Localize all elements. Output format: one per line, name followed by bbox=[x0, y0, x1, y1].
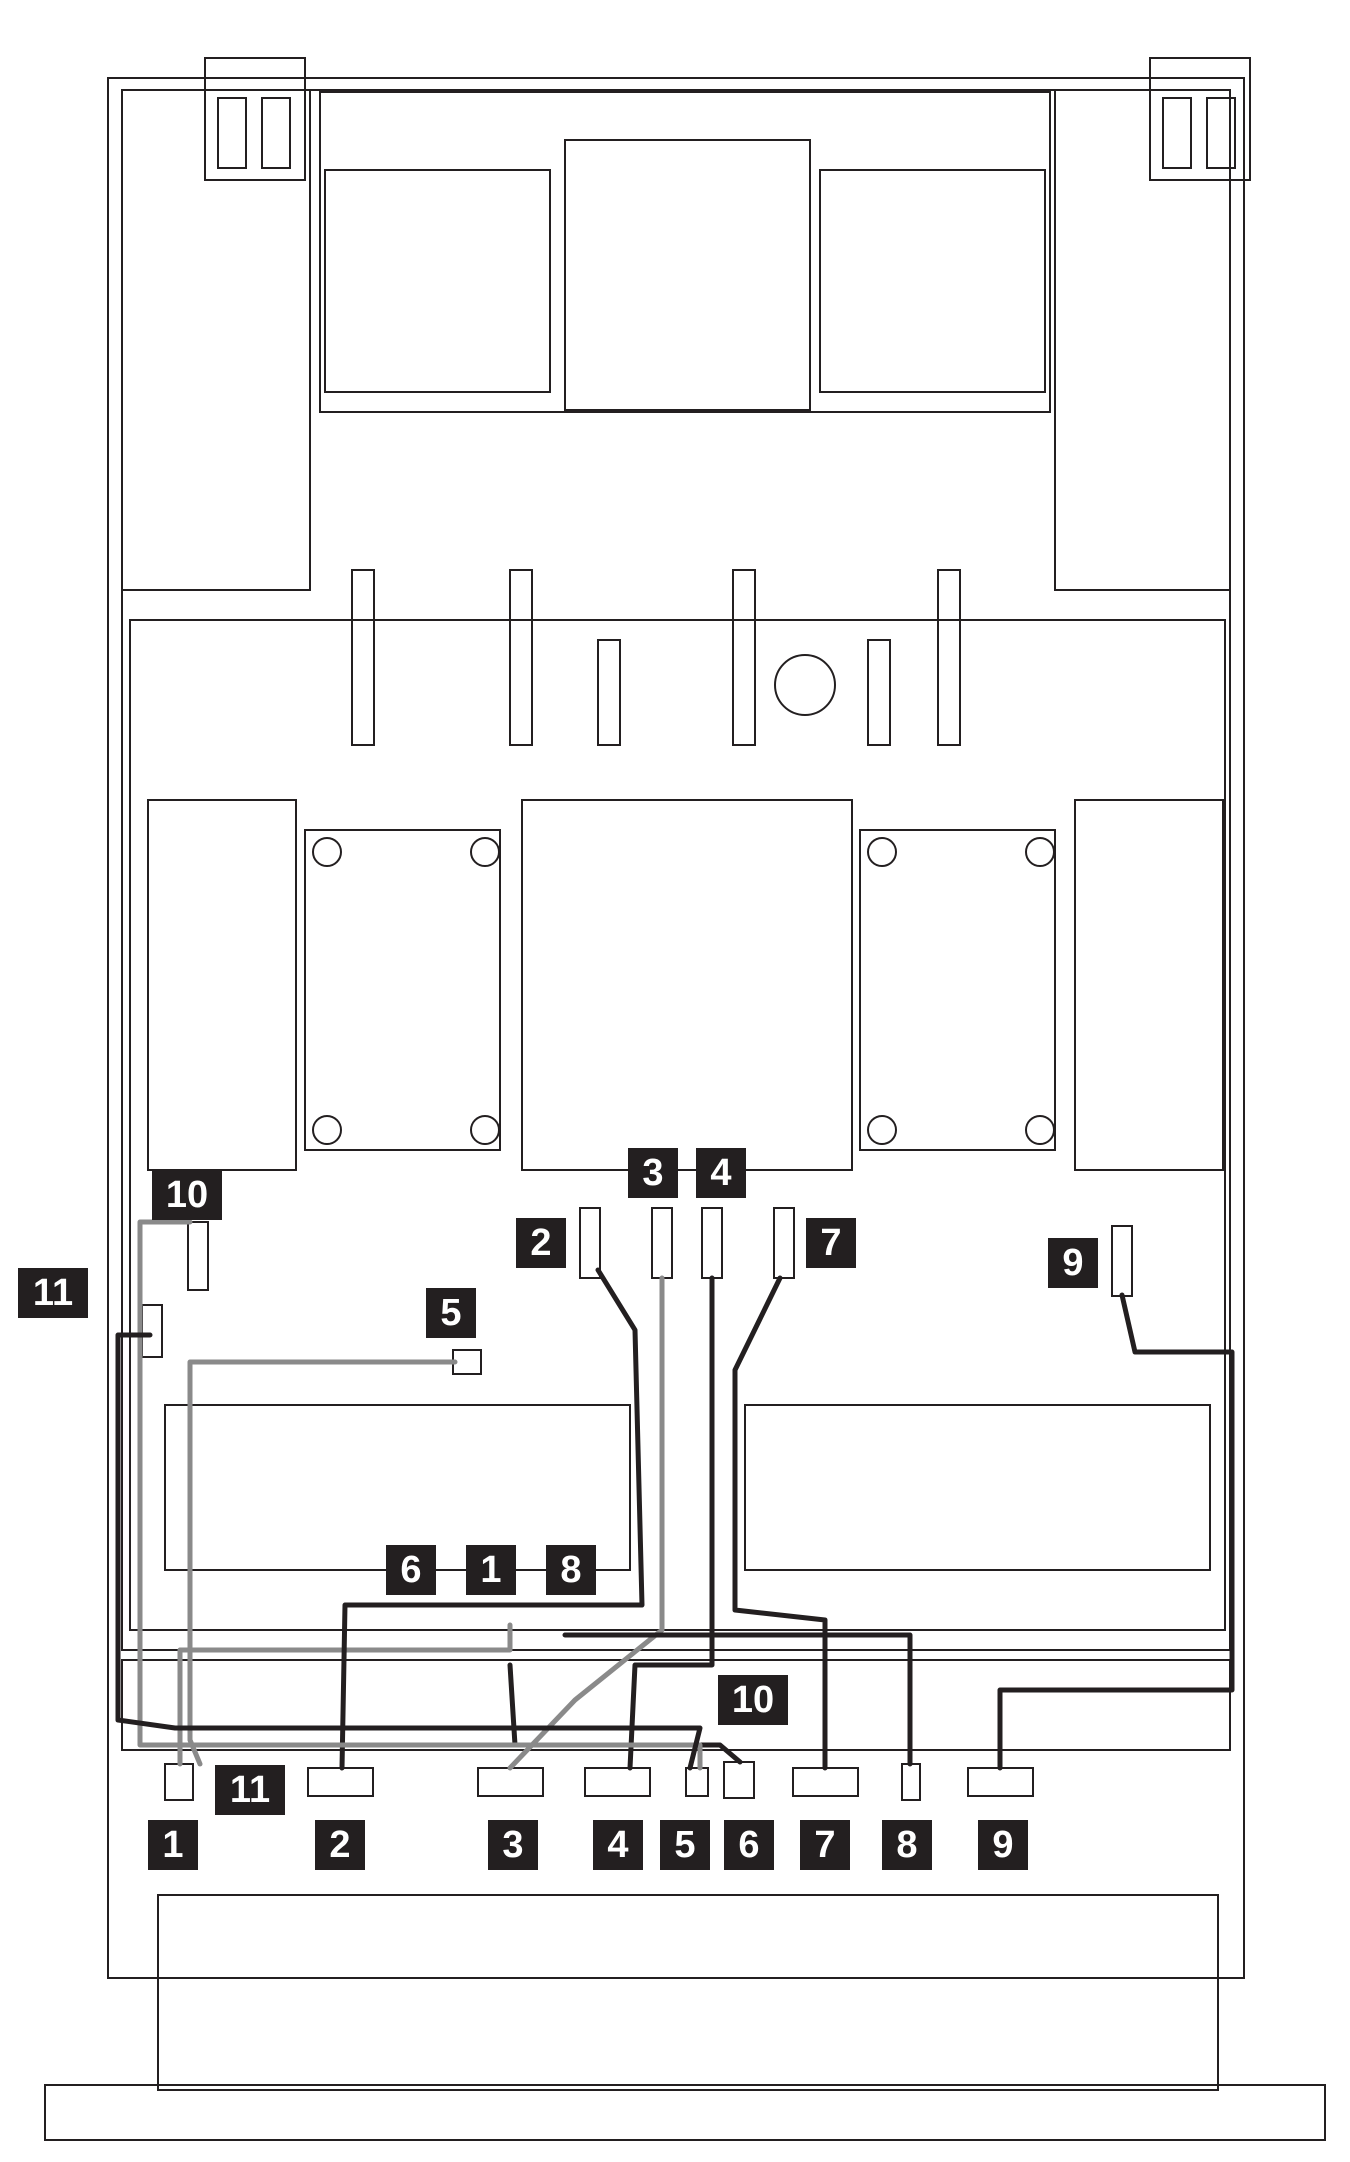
sb-connector-2 bbox=[579, 1207, 601, 1279]
cable-8 bbox=[562, 1632, 913, 1767]
bp-connector-5 bbox=[685, 1767, 709, 1797]
cable-2 bbox=[339, 1267, 645, 1771]
callout-sb-9: 9 bbox=[1048, 1238, 1098, 1288]
sb-connector-9 bbox=[1111, 1225, 1133, 1297]
bp-connector-7 bbox=[792, 1767, 859, 1797]
dimm-bank-right bbox=[1074, 799, 1224, 1171]
cable-3 bbox=[507, 1275, 665, 1771]
dimm-bank-center bbox=[521, 799, 853, 1171]
fan-cage-right bbox=[744, 1404, 1211, 1571]
callout-bp-6: 6 bbox=[724, 1820, 774, 1870]
ocp-module bbox=[564, 139, 811, 411]
callout-sb-2: 2 bbox=[516, 1218, 566, 1268]
callout-bp-5: 5 bbox=[660, 1820, 710, 1870]
rear-handle-left bbox=[204, 57, 306, 181]
callout-sb-11: 11 bbox=[18, 1268, 88, 1318]
callout-bp-4: 4 bbox=[593, 1820, 643, 1870]
bp-connector-6 bbox=[723, 1761, 755, 1799]
callout-bp-7: 7 bbox=[800, 1820, 850, 1870]
cable-5 bbox=[187, 1359, 458, 1767]
cable-7 bbox=[732, 1275, 828, 1771]
callout-sb-7: 7 bbox=[806, 1218, 856, 1268]
sb-connector-11 bbox=[141, 1304, 163, 1358]
chassis-outline bbox=[107, 77, 1245, 1979]
callout-sb-4: 4 bbox=[696, 1148, 746, 1198]
callout-bp-11: 11 bbox=[215, 1765, 285, 1815]
rear-handle-right bbox=[1149, 57, 1251, 181]
rear-io-area bbox=[319, 91, 1051, 413]
callout-bp-1: 1 bbox=[148, 1820, 198, 1870]
cable-11 bbox=[115, 1332, 703, 1771]
cable-10 bbox=[137, 1219, 703, 1771]
psu-bay-right bbox=[1054, 89, 1231, 591]
psu-bay-left bbox=[121, 89, 311, 591]
callout-bp-2: 2 bbox=[315, 1820, 365, 1870]
callout-bp-8: 8 bbox=[882, 1820, 932, 1870]
chassis-inner-outline bbox=[121, 89, 1231, 1651]
front-bezel bbox=[44, 2084, 1326, 2141]
sb-connector-10 bbox=[187, 1221, 209, 1291]
rear-riser-left bbox=[324, 169, 551, 393]
bp-connector-8 bbox=[901, 1763, 921, 1801]
callout-sb-3: 3 bbox=[628, 1148, 678, 1198]
callout-sb-8: 8 bbox=[546, 1545, 596, 1595]
cable-4 bbox=[627, 1275, 715, 1771]
bp-connector-1 bbox=[164, 1763, 194, 1801]
cmos-battery bbox=[774, 654, 836, 716]
sb-connector-7 bbox=[773, 1207, 795, 1279]
callout-bp-3: 3 bbox=[488, 1820, 538, 1870]
rear-riser-right bbox=[819, 169, 1046, 393]
callout-sb-10: 10 bbox=[152, 1170, 222, 1220]
front-drive-bay bbox=[157, 1894, 1219, 2091]
cpu-1-heatsink bbox=[304, 829, 501, 1151]
bp-connector-9 bbox=[967, 1767, 1034, 1797]
bp-connector-4 bbox=[584, 1767, 651, 1797]
sb-connector-3 bbox=[651, 1207, 673, 1279]
bp-connector-3 bbox=[477, 1767, 544, 1797]
callout-sb-1: 1 bbox=[466, 1545, 516, 1595]
sb-connector-4 bbox=[701, 1207, 723, 1279]
sb-connector-5 bbox=[452, 1349, 482, 1375]
callout-bp-10: 10 bbox=[718, 1675, 788, 1725]
dimm-bank-left bbox=[147, 799, 297, 1171]
system-board bbox=[129, 619, 1226, 1631]
cpu-2-heatsink bbox=[859, 829, 1056, 1151]
cable-9 bbox=[997, 1292, 1235, 1771]
callout-sb-5: 5 bbox=[426, 1288, 476, 1338]
callout-bp-9: 9 bbox=[978, 1820, 1028, 1870]
callout-sb-6: 6 bbox=[386, 1545, 436, 1595]
bp-connector-2 bbox=[307, 1767, 374, 1797]
drive-backplane bbox=[121, 1659, 1231, 1751]
